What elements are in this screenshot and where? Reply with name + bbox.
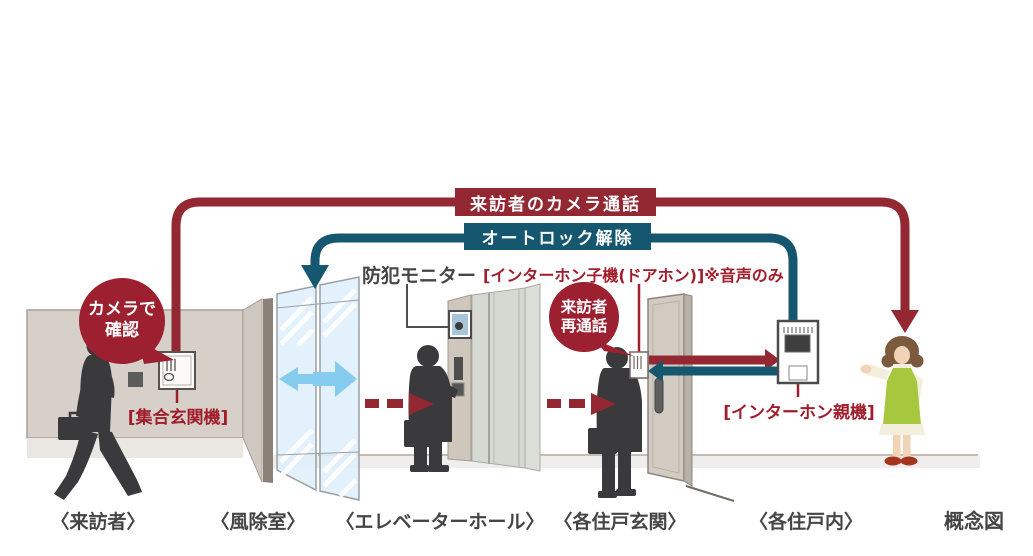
master-station-device [776, 319, 820, 385]
area-label-unit-interior: 〈各住戸内〉 [748, 511, 864, 533]
autolock-release-banner: オートロック解除 [464, 223, 651, 250]
area-label-windbreak: 〈風除室〉 [210, 511, 306, 533]
response-arrow-master-to-doorphone [648, 360, 778, 382]
walk-arrow-to-elevator [365, 393, 434, 415]
doorphone-device [629, 351, 649, 379]
camera-check-bubble-text: カメラで 確認 [88, 299, 156, 340]
door-handle [654, 377, 664, 414]
walk-arrow-to-unit [547, 393, 616, 415]
unit-entrance-door [647, 293, 693, 487]
camera-call-banner: 来訪者のカメラ通話 [455, 188, 656, 216]
recall-arrow-doorphone-to-master [649, 349, 780, 371]
unit-door-visitor-silhouette [588, 347, 642, 498]
revisitor-call-bubble [549, 282, 634, 356]
entrance-station-label: [集合玄関機] [127, 408, 229, 428]
resident-woman [860, 336, 925, 466]
area-label-elevator-hall: 〈エレベーターホール〉 [335, 511, 545, 533]
doorphone-child-label: [インターホン子機(ドアホン)]※音声のみ [483, 266, 784, 285]
area-label-unit-entrance: 〈各住戸玄関〉 [553, 511, 687, 533]
security-monitor-label: 防犯モニター [362, 265, 477, 287]
sliding-door-arrows [279, 361, 357, 397]
camera-check-bubble [79, 278, 174, 364]
security-monitor-device [448, 310, 472, 339]
footnote-conceptual-diagram: 概念図 [944, 509, 1004, 533]
area-label-visitor: 〈来訪者〉 [50, 511, 146, 533]
security-monitor-leader-line [406, 284, 450, 328]
master-station-label: [インターホン親機] [723, 403, 875, 423]
revisitor-call-bubble-text: 来訪者 再通話 [560, 298, 608, 335]
